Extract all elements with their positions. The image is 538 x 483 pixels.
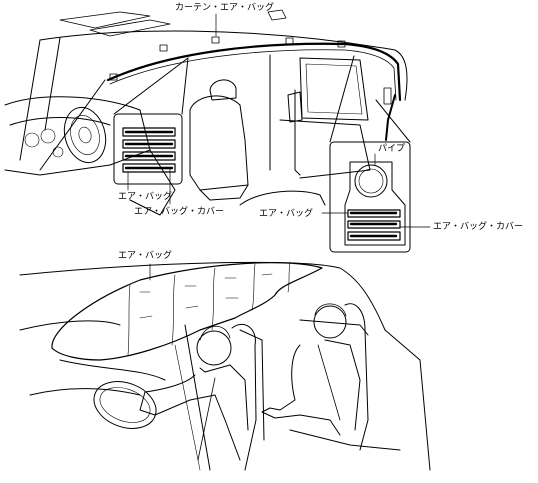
label-air-bag-bottom: エア・バッグ <box>118 251 173 261</box>
label-air-bag-cover-right: エア・バッグ・カバー <box>433 222 524 232</box>
label-curtain-air-bag: カーテン・エア・バッグ <box>175 3 275 13</box>
deployed-airbag-illustration <box>19 261 431 471</box>
airbag-module-detail-left <box>113 57 189 205</box>
vehicle-interior-illustration <box>4 9 408 216</box>
label-air-bag-cover-left: エア・バッグ・カバー <box>134 207 225 217</box>
label-air-bag-left: エア・バッグ <box>118 192 173 202</box>
label-air-bag-right: エア・バッグ <box>259 209 314 219</box>
pipe-airbag-detail-right <box>321 55 431 253</box>
label-pipe: パイプ <box>378 144 406 154</box>
